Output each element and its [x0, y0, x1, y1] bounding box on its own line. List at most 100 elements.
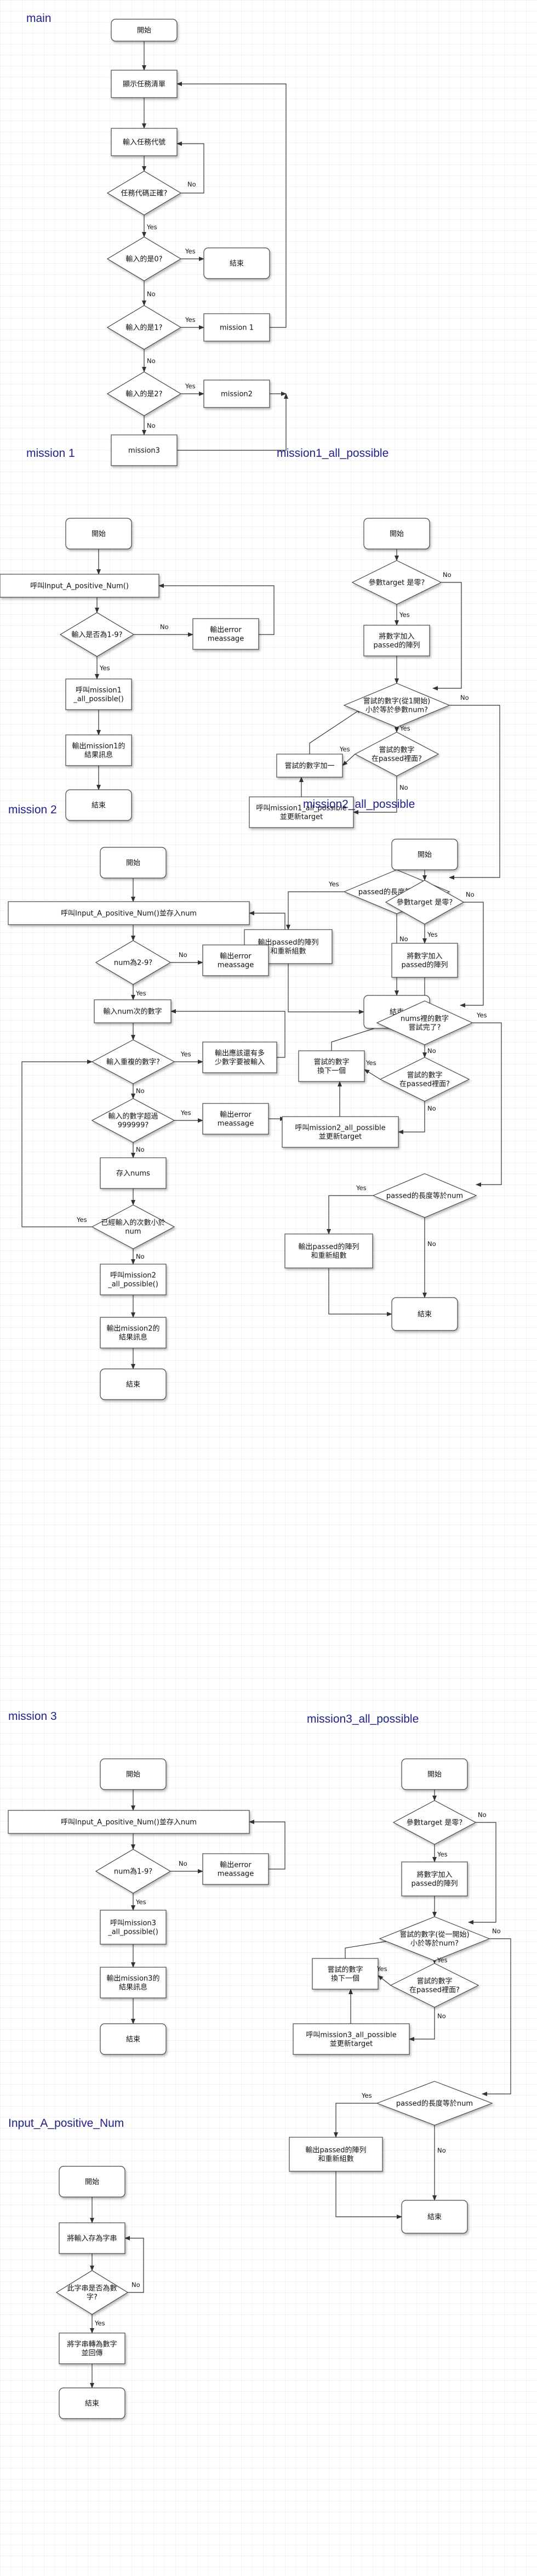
- edge-label-no: No: [136, 1146, 145, 1153]
- process-box: [289, 2137, 383, 2172]
- decision-diamond: [106, 305, 182, 350]
- node-m2_store: 存入nums: [100, 1157, 167, 1189]
- node-m3ap_next: 嘗試的數字換下一個: [312, 1958, 379, 1990]
- node-m2_call: 呼叫Input_A_positive_Num()並存入num: [8, 901, 250, 925]
- edge-label-yes: Yes: [76, 1216, 87, 1224]
- node-label: 結束: [418, 1311, 432, 1319]
- edge-label-no: No: [147, 357, 156, 365]
- section-title-mission1: mission 1: [26, 447, 75, 460]
- connector-arrow: [288, 964, 364, 1014]
- connector-arrow: [342, 754, 356, 766]
- edge-label-no: No: [460, 694, 469, 701]
- decision-diamond: [91, 1039, 175, 1084]
- node-label: 輸入num次的數字: [103, 1007, 162, 1016]
- connector-arrow: [124, 2236, 144, 2293]
- process-box: [100, 1157, 167, 1189]
- decision-diamond: [354, 732, 439, 777]
- decision-diamond: [106, 371, 182, 416]
- process-box: [312, 1958, 379, 1990]
- node-label: 嘗試的數字換下一個: [327, 1966, 363, 1983]
- node-m2ap_next: 嘗試的數字換下一個: [298, 1050, 365, 1082]
- edge-label-yes: Yes: [476, 1011, 487, 1019]
- decision-diamond: [106, 171, 182, 216]
- edge-label-yes: Yes: [135, 989, 146, 997]
- node-m2_dupmsg: 輸出應該還有多少數字要被輸入: [202, 1041, 277, 1073]
- section-title-main: main: [26, 12, 52, 25]
- terminal-box: [59, 2387, 125, 2419]
- node-m3ap_end: 結束: [401, 2200, 468, 2234]
- node-label: nums裡的數字嘗試完了?: [401, 1015, 449, 1032]
- edge-label-yes: Yes: [427, 931, 438, 938]
- edge-label-yes: Yes: [437, 1850, 448, 1858]
- node-label: 輸出passed的陣列和重新組數: [258, 938, 318, 956]
- edge-label-no: No: [492, 1927, 501, 1935]
- process-box: [276, 754, 343, 778]
- section-title-mission3: mission 3: [8, 1710, 57, 1723]
- connector-arrow: [449, 705, 500, 880]
- connector-arrow: [482, 1938, 511, 2096]
- edge-label-yes: Yes: [99, 664, 110, 672]
- node-label: 呼叫Input_A_positive_Num()並存入num: [61, 910, 197, 918]
- node-label: 呼叫mission1_all_possible(): [73, 687, 124, 704]
- decision-diamond: [379, 1916, 490, 1961]
- node-label: 輸入的是0?: [125, 255, 162, 264]
- nodes-layer: 開始顯示任務清單輸入任務代號任務代碼正確?輸入的是0?結束輸入的是1?missi…: [0, 19, 493, 2419]
- decision-diamond: [343, 683, 450, 728]
- node-m2_dup: 輸入重複的數字?: [91, 1039, 175, 1084]
- terminal-box: [391, 1297, 458, 1331]
- edge-label-yes: Yes: [180, 1109, 191, 1117]
- edge-label-no: No: [136, 1253, 145, 1260]
- terminal-box: [59, 2166, 125, 2198]
- connector-arrow: [327, 1195, 373, 1235]
- edge-label-yes: Yes: [361, 2092, 372, 2099]
- node-label: 輸出mission2的結果訊息: [107, 1324, 160, 1342]
- node-m3ap_start: 開始: [401, 1758, 468, 1790]
- node-label: 嘗試的數字(從一開始)小於等於num?: [399, 1930, 469, 1948]
- section-title-mission2: mission 2: [8, 803, 57, 816]
- node-label: 輸出passed的陣列和重新組數: [298, 1243, 359, 1260]
- node-label: 開始: [418, 851, 432, 859]
- node-label: 結束: [126, 2036, 140, 2044]
- edge-label-yes: Yes: [185, 382, 196, 390]
- node-main_is0: 輸入的是0?: [106, 236, 182, 281]
- labels-layer: NoYesYesNoYesNoYesNoNoYesYesNoNoYesYesNo…: [76, 180, 501, 2327]
- decision-diamond: [59, 612, 135, 657]
- edge-label-no: No: [179, 1860, 187, 1867]
- process-box: [111, 70, 178, 98]
- node-label: 呼叫Input_A_positive_Num(): [30, 582, 129, 591]
- edge-label-yes: Yes: [185, 316, 196, 324]
- edge-label-no: No: [147, 290, 156, 298]
- process-box: [298, 1050, 365, 1082]
- node-in_start: 開始: [59, 2166, 125, 2198]
- connector-arrow: [472, 1022, 502, 1187]
- edge-label-yes: Yes: [328, 880, 339, 888]
- node-label: 開始: [126, 859, 140, 868]
- node-label: 存入nums: [116, 1170, 150, 1178]
- decision-diamond: [106, 236, 182, 281]
- process-box: [100, 1967, 167, 1998]
- node-label: 開始: [390, 530, 404, 539]
- node-label: 輸入的是2?: [125, 390, 162, 399]
- node-m2_end: 結束: [100, 1368, 167, 1400]
- terminal-box: [100, 1758, 167, 1790]
- node-m1_start: 開始: [65, 518, 132, 550]
- edge-label-yes: Yes: [135, 1898, 146, 1906]
- process-box: [363, 625, 430, 656]
- node-m3_out: 輸出mission3的結果訊息: [100, 1967, 167, 1998]
- node-m2ap_start: 開始: [391, 839, 458, 870]
- decision-diamond: [390, 1963, 479, 2008]
- decision-diamond: [91, 1204, 175, 1249]
- node-label: 輸出mission3的結果訊息: [107, 1974, 160, 1992]
- node-label: 結束: [427, 2213, 442, 2222]
- edge-label-no: No: [478, 1811, 487, 1819]
- connector-arrow: [286, 891, 344, 930]
- connector-arrow: [468, 1822, 496, 1924]
- process-box: [111, 434, 178, 466]
- node-label: num為2-9?: [114, 959, 152, 967]
- node-m2_out: 輸出mission2的結果訊息: [100, 1317, 167, 1349]
